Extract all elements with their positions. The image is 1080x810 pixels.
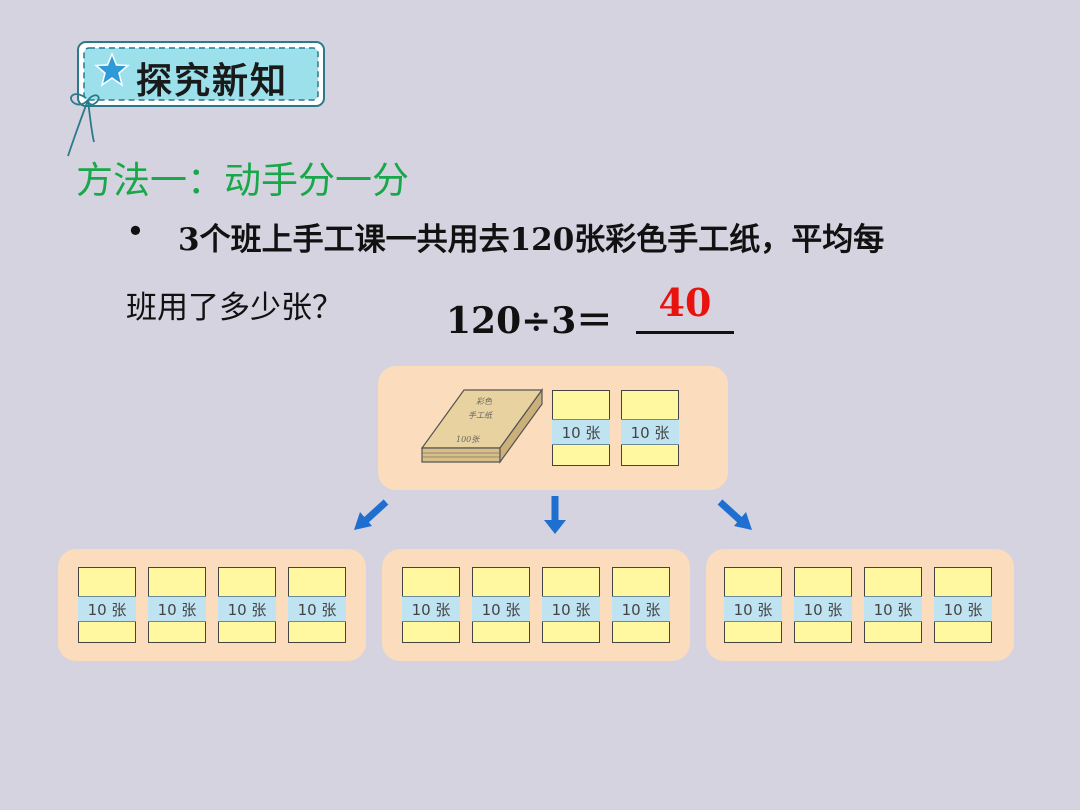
stack-label: 10 张 (864, 596, 922, 622)
paper-stack: 10 张 (864, 567, 922, 643)
paper-stack: 10 张 (621, 390, 679, 466)
stack-label: 10 张 (552, 419, 610, 445)
stack-label: 10 张 (288, 596, 346, 622)
equation: 120÷3＝ (446, 300, 613, 342)
class-group-2: 10 张 10 张 10 张 10 张 (382, 549, 690, 661)
pack-label-2: 手工纸 (468, 411, 493, 420)
arrow-down-right-icon (717, 499, 752, 530)
stack-label: 10 张 (78, 596, 136, 622)
stack-label: 10 张 (472, 596, 530, 622)
paper-stack: 10 张 (148, 567, 206, 643)
paper-stack: 10 张 (724, 567, 782, 643)
paper-stack: 10 张 (472, 567, 530, 643)
method-title: 方法一：动手分一分 (76, 159, 409, 202)
paper-stack: 10 张 (794, 567, 852, 643)
paper-stack: 10 张 (934, 567, 992, 643)
paper-stack: 10 张 (78, 567, 136, 643)
class-group-1: 10 张 10 张 10 张 10 张 (58, 549, 366, 661)
stack-label: 10 张 (612, 596, 670, 622)
top-panel: 彩色 手工纸 100张 10 张 10 张 (378, 366, 728, 490)
stack-label: 10 张 (402, 596, 460, 622)
badge-title: 探究新知 (136, 61, 289, 102)
problem-line-2: 班用了多少张？ (126, 290, 343, 326)
bullet-dot: • (126, 212, 145, 250)
paper-stack: 10 张 (218, 567, 276, 643)
arrow-down-left-icon (354, 499, 389, 530)
section-badge: 探究新知 (64, 38, 334, 168)
paper-stack: 10 张 (552, 390, 610, 466)
paper-stack: 10 张 (402, 567, 460, 643)
paper-stack: 10 张 (288, 567, 346, 643)
paper-stack: 10 张 (542, 567, 600, 643)
stack-label: 10 张 (218, 596, 276, 622)
problem-line-1: 3个班上手工课一共用去120张彩色手工纸，平均每 (178, 222, 885, 258)
stack-label: 10 张 (934, 596, 992, 622)
arrow-down-icon (544, 496, 566, 534)
badge-frame (67, 41, 325, 157)
paper-stack: 10 张 (612, 567, 670, 643)
star-icon (94, 52, 130, 87)
stack-label: 10 张 (148, 596, 206, 622)
class-group-3: 10 张 10 张 10 张 10 张 (706, 549, 1014, 661)
answer-underline (636, 331, 734, 334)
stack-label: 10 张 (542, 596, 600, 622)
stack-label: 10 张 (794, 596, 852, 622)
answer-value: 40 (658, 280, 712, 325)
stack-label: 10 张 (621, 419, 679, 445)
paper-pack-icon: 彩色 手工纸 100张 (420, 388, 544, 464)
stack-label: 10 张 (724, 596, 782, 622)
pack-label-1: 彩色 (476, 397, 493, 406)
pack-label-3: 100张 (456, 435, 480, 444)
